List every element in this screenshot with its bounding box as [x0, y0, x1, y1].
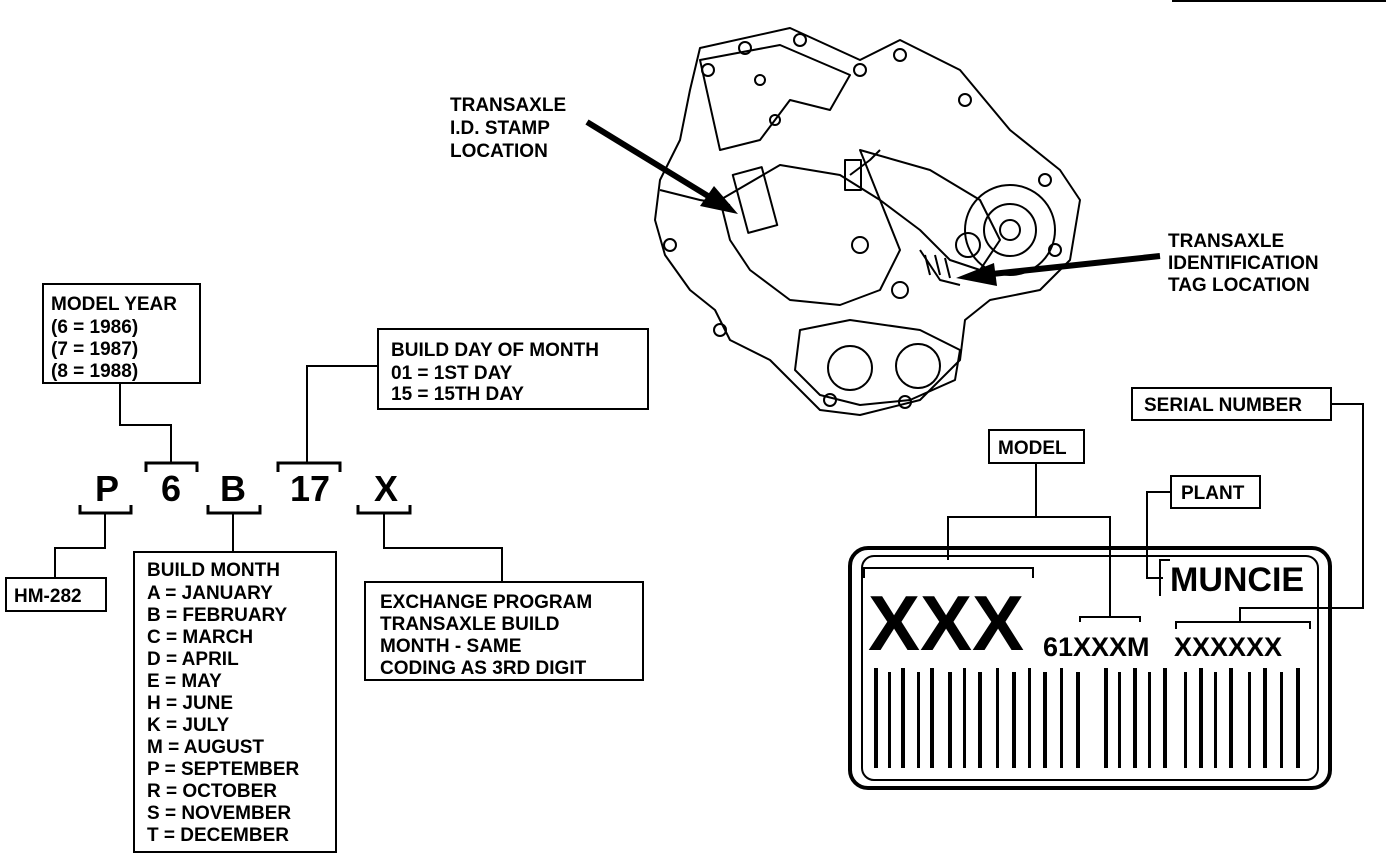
tag-inner-outline	[861, 555, 1319, 781]
build-day-title: BUILD DAY OF MONTH	[391, 340, 599, 361]
serial-leader	[1239, 403, 1364, 622]
hm-box: HM-282	[5, 577, 107, 612]
tag-label-line-2: IDENTIFICATION	[1168, 253, 1319, 274]
code-leader-lines	[54, 365, 503, 582]
plant-label: PLANT	[1181, 483, 1245, 504]
plant-bracket	[1159, 559, 1170, 596]
build-month-box: BUILD MONTH A = JANUARY B = FEBRUARY C =…	[133, 551, 337, 853]
model-code-bracket	[863, 567, 1034, 578]
tag-outline	[848, 546, 1332, 790]
hm-number: HM-282	[14, 586, 82, 607]
number-prefix: 61XXXM	[1043, 632, 1150, 662]
build-month-line: T = DECEMBER	[147, 825, 289, 846]
build-month-line: D = APRIL	[147, 649, 239, 670]
stamp-location-arrow	[585, 119, 738, 214]
model-leader	[947, 463, 1111, 617]
code-char-2: 6	[161, 468, 181, 509]
model-year-box: MODEL YEAR (6 = 1986) (7 = 1987) (8 = 19…	[42, 283, 201, 384]
exchange-line-4: CODING AS 3RD DIGIT	[380, 658, 587, 679]
build-month-line: B = FEBRUARY	[147, 605, 288, 626]
code-char-4: 17	[290, 468, 330, 509]
build-month-line: S = NOVEMBER	[147, 803, 291, 824]
model-code: XXX	[868, 579, 1024, 667]
model-year-title: MODEL YEAR	[51, 294, 177, 315]
serial-number-box	[1131, 387, 1332, 421]
identification-tag: SERIAL NUMBER MODEL PLANT MUNCIE XXX 61X…	[848, 387, 1364, 790]
plant-leader	[1146, 491, 1171, 579]
exchange-box: EXCHANGE PROGRAM TRANSAXLE BUILD MONTH -…	[364, 581, 644, 681]
stamp-label-line-2: I.D. STAMP	[450, 118, 550, 139]
plant-name: MUNCIE	[1170, 561, 1304, 599]
stamp-label-line-1: TRANSAXLE	[450, 95, 566, 116]
tag-label-line-3: TAG LOCATION	[1168, 275, 1310, 296]
id-code: P 6 B 17 X	[95, 468, 398, 509]
model-number-bracket	[1079, 616, 1141, 622]
code-char-5: X	[374, 468, 398, 509]
stamp-label-line-3: LOCATION	[450, 141, 548, 162]
tag-location-label: TRANSAXLE IDENTIFICATION TAG LOCATION	[1168, 231, 1319, 296]
build-day-line-1: 01 = 1ST DAY	[391, 363, 513, 384]
build-month-line: C = MARCH	[147, 627, 253, 648]
exchange-line-3: MONTH - SAME	[380, 636, 521, 657]
exchange-line-2: TRANSAXLE BUILD	[380, 614, 559, 635]
build-month-line: M = AUGUST	[147, 737, 264, 758]
code-char-1: P	[95, 468, 119, 509]
serial-code: XXXXXX	[1174, 632, 1282, 662]
build-month-line: K = JULY	[147, 715, 230, 736]
tag-label-line-1: TRANSAXLE	[1168, 231, 1284, 252]
model-year-line-3: (8 = 1988)	[51, 361, 138, 382]
build-day-box: BUILD DAY OF MONTH 01 = 1ST DAY 15 = 15T…	[377, 328, 649, 410]
tag-location-arrow	[956, 253, 1161, 286]
model-box	[988, 429, 1085, 464]
barcode	[874, 668, 1300, 768]
serial-number-label: SERIAL NUMBER	[1144, 395, 1302, 416]
build-month-line: E = MAY	[147, 671, 222, 692]
model-year-line-2: (7 = 1987)	[51, 339, 138, 360]
transaxle-illustration	[654, 27, 1081, 416]
build-month-line: P = SEPTEMBER	[147, 759, 300, 780]
build-day-line-2: 15 = 15TH DAY	[391, 384, 524, 405]
build-month-line: R = OCTOBER	[147, 781, 277, 802]
code-char-3: B	[220, 468, 246, 509]
model-year-line-1: (6 = 1986)	[51, 317, 138, 338]
build-month-line: A = JANUARY	[147, 583, 273, 604]
build-month-title: BUILD MONTH	[147, 560, 280, 581]
model-label: MODEL	[998, 438, 1067, 459]
serial-bracket	[1175, 621, 1311, 629]
build-month-line: H = JUNE	[147, 693, 233, 714]
stamp-location-label: TRANSAXLE I.D. STAMP LOCATION	[450, 95, 566, 162]
exchange-line-1: EXCHANGE PROGRAM	[380, 592, 592, 613]
